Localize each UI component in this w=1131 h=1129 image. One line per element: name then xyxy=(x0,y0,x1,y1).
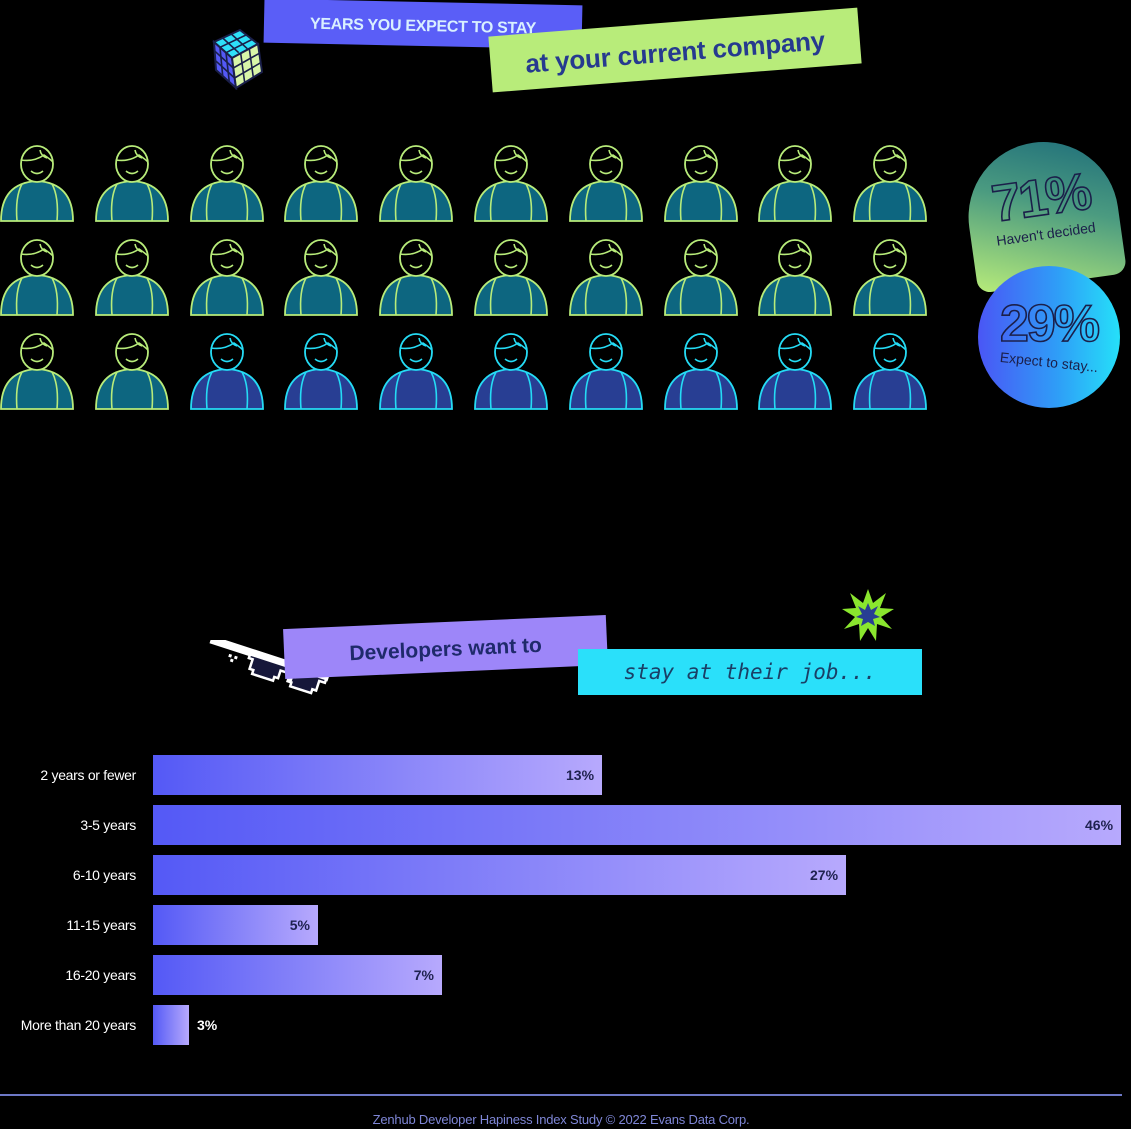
person-icon-undecided xyxy=(0,239,74,317)
person-icon-undecided xyxy=(189,145,264,223)
bar-value-label: 5% xyxy=(289,917,310,933)
person-icon-stay xyxy=(758,333,833,411)
bar-row: More than 20 years 3% xyxy=(0,1005,1131,1045)
subtitle-line1-banner: Developers want to xyxy=(283,614,608,680)
bar xyxy=(153,905,318,945)
person-icon-stay xyxy=(379,333,454,411)
bar-row: 16-20 years 7% xyxy=(0,955,1131,995)
starburst-icon xyxy=(840,587,896,643)
source-footer: Zenhub Developer Hapiness Index Study © … xyxy=(372,1112,750,1127)
people-pictogram-grid xyxy=(0,145,930,415)
stay-percent: 29% xyxy=(999,294,1101,354)
person-icon-undecided xyxy=(758,239,833,317)
bar-value-label: 13% xyxy=(566,767,595,783)
person-icon-undecided xyxy=(568,145,643,223)
person-icon-undecided xyxy=(284,145,359,223)
bar xyxy=(153,755,602,795)
bar xyxy=(153,955,442,995)
person-icon-undecided xyxy=(94,145,169,223)
person-icon-undecided xyxy=(568,239,643,317)
person-icon-undecided xyxy=(758,145,833,223)
subtitle-line2-banner: stay at their job... xyxy=(578,649,922,695)
bar xyxy=(153,855,846,895)
person-icon-stay xyxy=(474,333,548,411)
bar-chart: 2 years or fewer 13% 3-5 years 46% 6-10 year… xyxy=(0,755,1131,1055)
stay-badge: 29% Expect to stay... xyxy=(978,266,1120,408)
person-icon-stay xyxy=(284,333,359,411)
subtitle-line2: stay at their job... xyxy=(623,660,877,684)
person-icon-undecided xyxy=(853,145,928,223)
title-line2: at your current company xyxy=(524,24,826,79)
person-icon-undecided xyxy=(94,333,169,411)
bar-value-label: 3% xyxy=(197,1017,218,1033)
person-icon-undecided xyxy=(663,239,738,317)
person-icon-stay xyxy=(853,333,928,411)
bar-category-label: 3-5 years xyxy=(80,817,136,833)
bar-value-label: 7% xyxy=(413,967,434,983)
rubiks-cube-icon xyxy=(210,24,280,91)
person-icon-undecided xyxy=(379,239,454,317)
person-icon-undecided xyxy=(853,239,928,317)
person-icon-undecided xyxy=(189,239,264,317)
person-icon-undecided xyxy=(94,239,169,317)
bar xyxy=(153,1005,189,1045)
person-icon-stay xyxy=(663,333,738,411)
bar xyxy=(153,805,1121,845)
bar-category-label: 16-20 years xyxy=(65,967,136,983)
title-line1: YEARS YOU EXPECT TO STAY xyxy=(309,15,537,38)
bar-row: 11-15 years 5% xyxy=(0,905,1131,945)
bar-category-label: 6-10 years xyxy=(72,867,136,883)
bar-category-label: 11-15 years xyxy=(66,917,136,933)
person-icon-undecided xyxy=(379,145,454,223)
person-icon-undecided xyxy=(663,145,738,223)
person-icon-undecided xyxy=(284,239,359,317)
bar-row: 3-5 years 46% xyxy=(0,805,1131,845)
bar-category-label: 2 years or fewer xyxy=(40,767,136,783)
bar-category-label: More than 20 years xyxy=(20,1017,137,1033)
bar-row: 2 years or fewer 13% xyxy=(0,755,1131,795)
person-icon-stay xyxy=(189,333,264,411)
bar-row: 6-10 years 27% xyxy=(0,855,1131,895)
person-icon-undecided xyxy=(474,239,548,317)
person-icon-undecided xyxy=(0,145,74,223)
person-icon-undecided xyxy=(474,145,548,223)
bar-value-label: 27% xyxy=(810,867,839,883)
subtitle-line1: Developers want to xyxy=(348,633,543,666)
footer-divider xyxy=(0,1094,1122,1096)
person-icon-stay xyxy=(568,333,643,411)
bar-value-label: 46% xyxy=(1085,817,1114,833)
person-icon-undecided xyxy=(0,333,74,411)
